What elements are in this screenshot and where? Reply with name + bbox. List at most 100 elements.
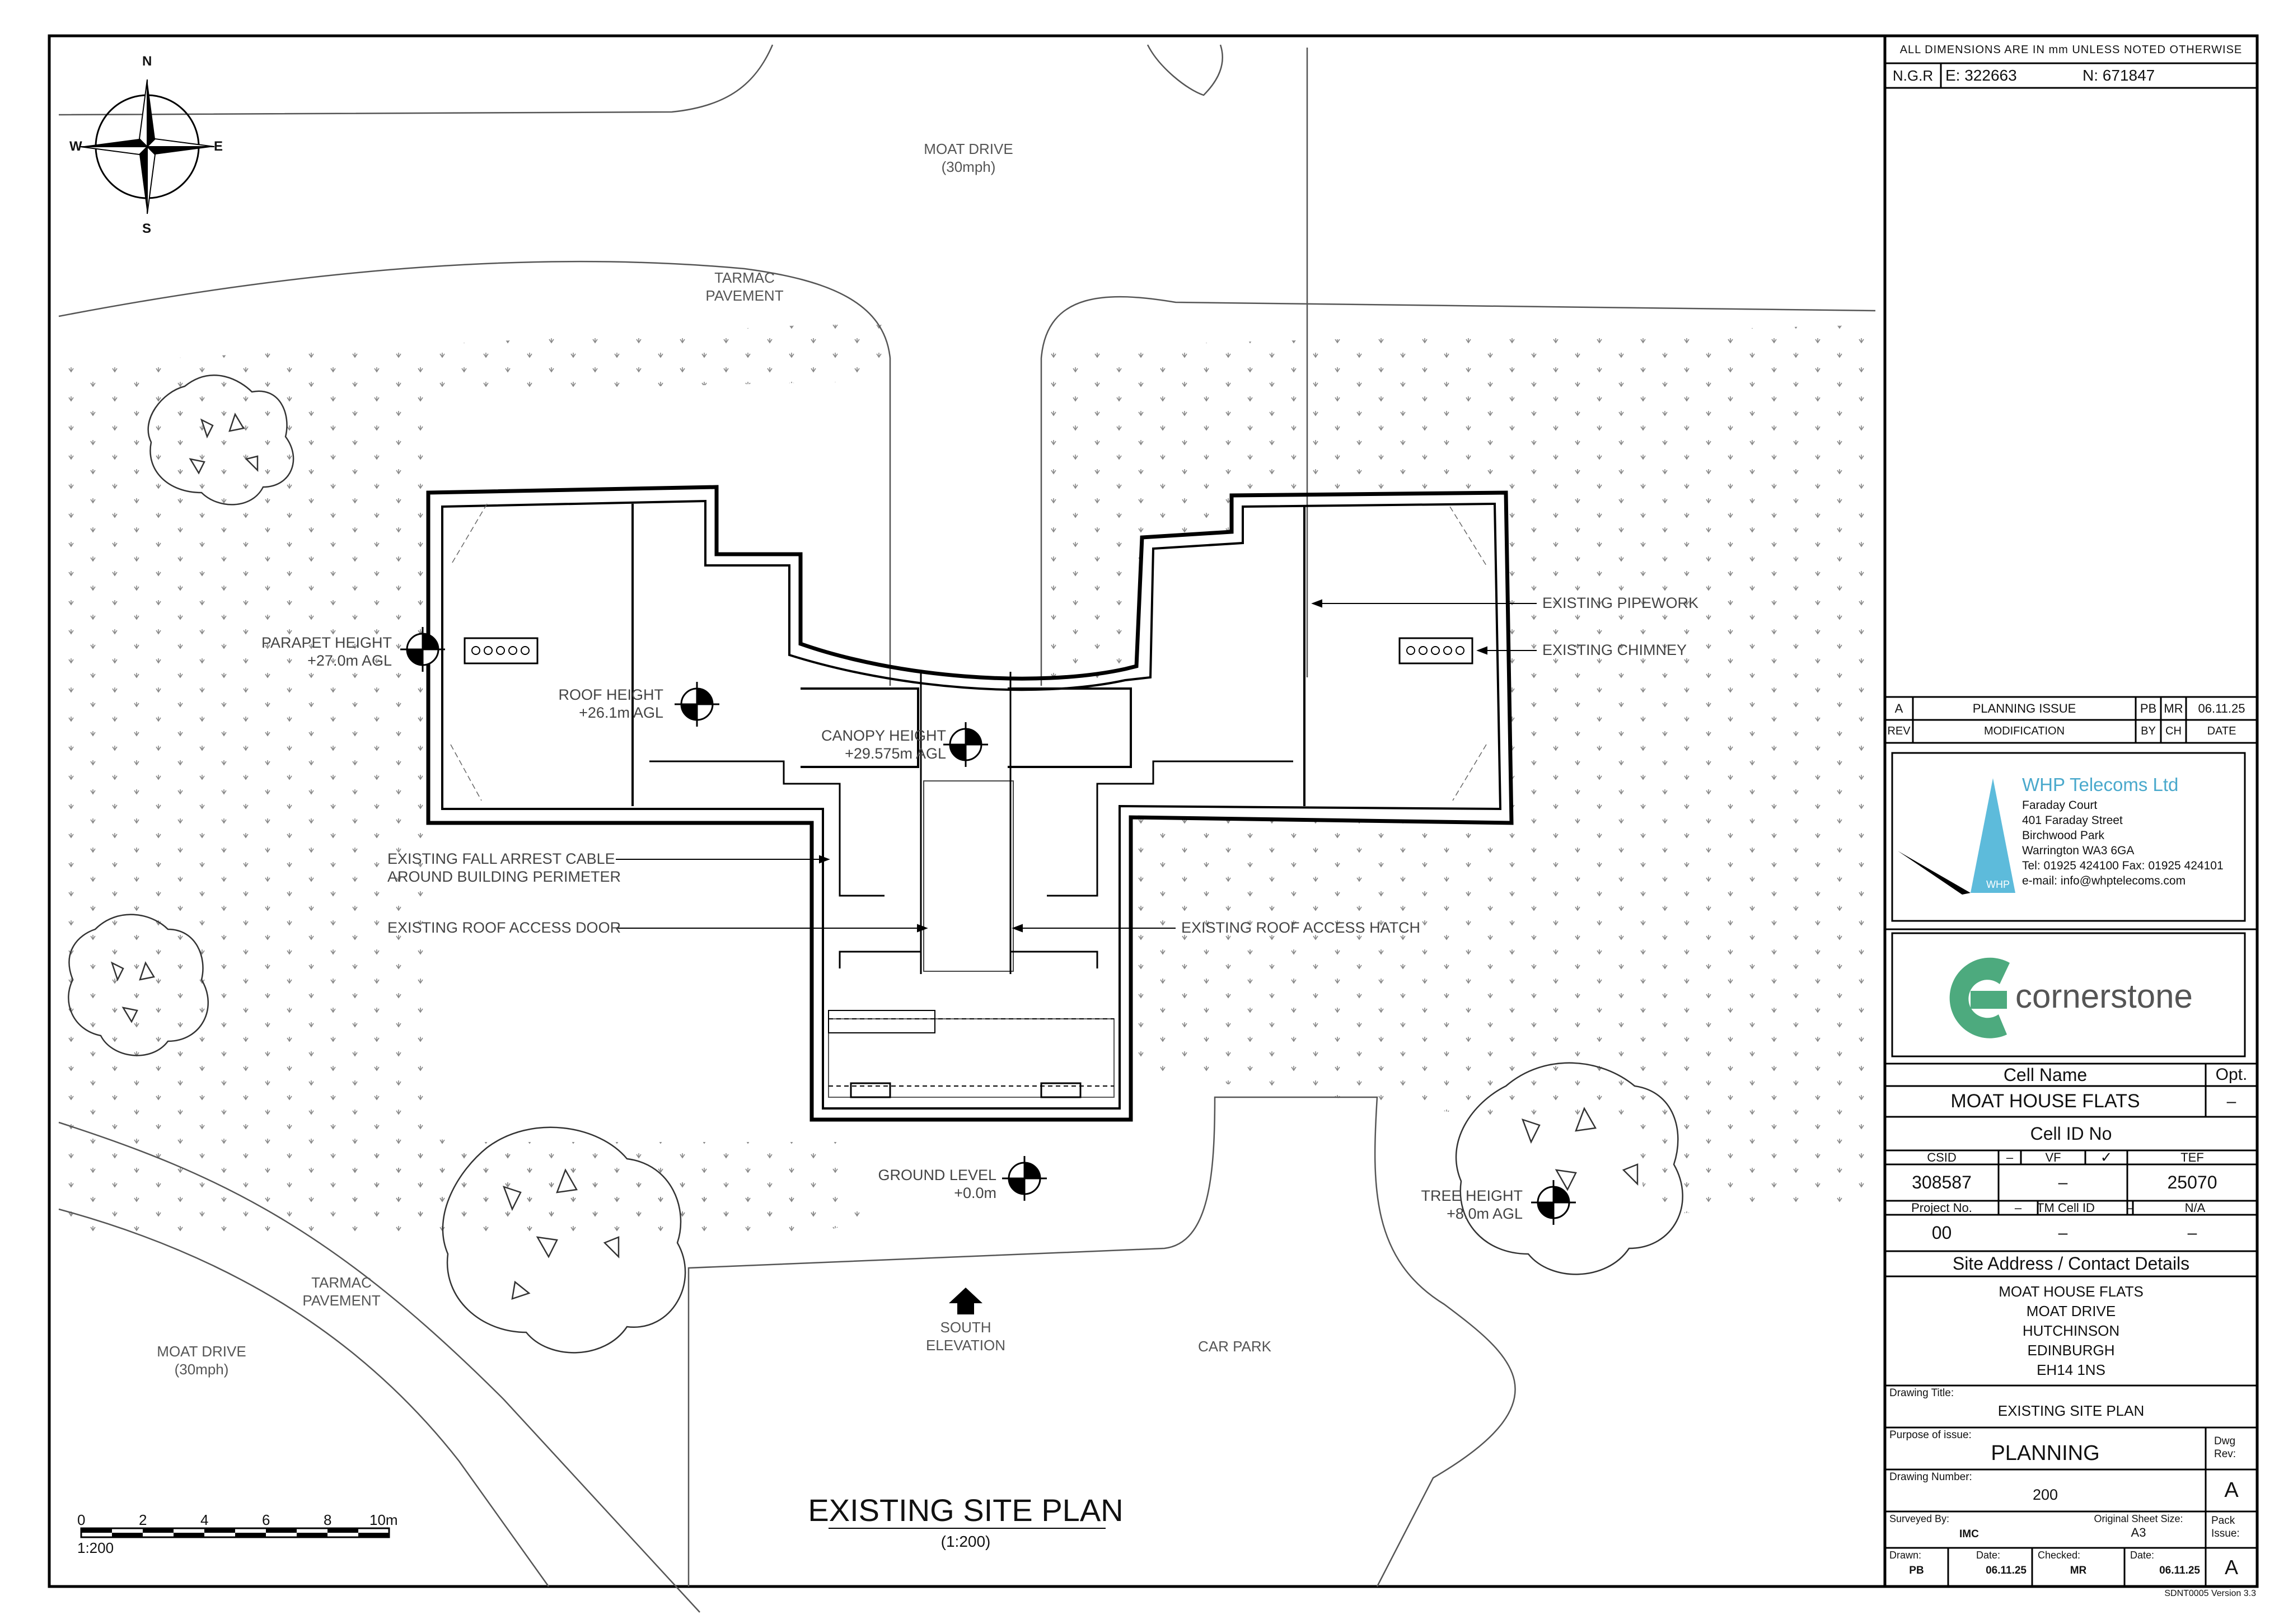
checked-label: Checked: xyxy=(2038,1550,2081,1561)
rev-header-ch: CH xyxy=(2165,725,2182,737)
dimensions-note: ALL DIMENSIONS ARE IN mm UNLESS NOTED OT… xyxy=(1899,43,2243,56)
level-markers xyxy=(400,627,1576,1225)
cell-name-label: Cell Name xyxy=(2003,1064,2088,1085)
scale-tick-8: 8 xyxy=(324,1511,332,1528)
south-elevation-arrow xyxy=(949,1288,982,1314)
roads xyxy=(58,44,1876,1613)
vf-dash: – xyxy=(2006,1150,2014,1164)
site-address: MOAT HOUSE FLATS MOAT DRIVE HUTCHINSON E… xyxy=(1999,1283,2144,1378)
scale-tick-2: 2 xyxy=(139,1511,147,1528)
roof-access-door-label: EXISTING ROOF ACCESS DOOR xyxy=(387,919,621,936)
purpose-label: Purpose of issue: xyxy=(1889,1429,1972,1441)
building-plan xyxy=(426,485,1514,1122)
ngr-northing: N: 671847 xyxy=(2083,67,2155,84)
tm-dash: – xyxy=(2014,1201,2022,1215)
title-block-grid xyxy=(1885,62,2257,1586)
na-label: N/A xyxy=(2184,1201,2206,1215)
rev-checked: MR xyxy=(2164,701,2183,715)
site-address-label: Site Address / Contact Details xyxy=(1952,1253,2190,1274)
scale-tick-4: 4 xyxy=(200,1511,209,1528)
ground-level-label: GROUND LEVEL+0.0m xyxy=(878,1167,996,1201)
tef-label: TEF xyxy=(2180,1150,2204,1164)
drawn-date-value: 06.11.25 xyxy=(1986,1565,2027,1576)
purpose-value: PLANNING xyxy=(1991,1442,2100,1465)
rev-header-modification: MODIFICATION xyxy=(1983,725,2065,737)
tree-height-label: TREE HEIGHT+8.0m AGL xyxy=(1421,1187,1523,1222)
na-value: – xyxy=(2187,1223,2197,1242)
canopy-height-label: CANOPY HEIGHT+29.575m AGL xyxy=(821,727,946,762)
opt-label: Opt. xyxy=(2215,1065,2248,1084)
dwg-rev-value: A xyxy=(2224,1478,2239,1502)
compass-north-label: N xyxy=(142,54,152,69)
trees xyxy=(68,375,1683,1354)
vf-value: – xyxy=(2058,1173,2068,1192)
checked-value: MR xyxy=(2070,1565,2087,1576)
whp-logo xyxy=(1891,752,2246,922)
vf-label: VF xyxy=(2045,1150,2061,1164)
opt-value: – xyxy=(2226,1092,2236,1111)
north-compass xyxy=(79,79,215,214)
chimney-label: EXISTING CHIMNEY xyxy=(1542,642,1687,658)
chimney-pots xyxy=(471,646,1464,655)
rev-header-rev: REV xyxy=(1887,725,1911,737)
drawn-value: PB xyxy=(1909,1565,1924,1576)
rev-header-date: DATE xyxy=(2207,725,2236,737)
scale-bar xyxy=(80,1527,390,1538)
rev-by: PB xyxy=(2140,701,2157,715)
drawn-date-label: Date: xyxy=(1976,1550,2001,1561)
na-dash: – xyxy=(2127,1201,2133,1215)
tef-value: 25070 xyxy=(2167,1172,2217,1192)
rev-description: PLANNING ISSUE xyxy=(1972,701,2076,715)
road-bottom-label: MOAT DRIVE(30mph) xyxy=(157,1343,246,1378)
drawing-title-label: Drawing Title: xyxy=(1889,1387,1954,1399)
compass-south-label: S xyxy=(142,221,152,236)
cell-name-value: MOAT HOUSE FLATS xyxy=(1950,1091,2140,1112)
surveyed-label: Surveyed By: xyxy=(1889,1513,1950,1524)
rev-letter: A xyxy=(1894,701,1903,715)
company-address: Faraday Court 401 Faraday Street Birchwo… xyxy=(2022,799,2224,887)
leader-lines xyxy=(616,599,1537,933)
rev-date: 06.11.25 xyxy=(2198,701,2245,715)
car-park-label: CAR PARK xyxy=(1198,1338,1271,1355)
checked-date-label: Date: xyxy=(2130,1550,2155,1561)
client-name: cornerstone xyxy=(2015,977,2193,1015)
project-value: 00 xyxy=(1931,1223,1952,1243)
roof-height-label: ROOF HEIGHT+26.1m AGL xyxy=(558,686,664,721)
csid-value: 308587 xyxy=(1912,1172,1972,1192)
sheet-size-value: A3 xyxy=(2131,1525,2146,1539)
pack-issue-label: Pack Issue: xyxy=(2211,1515,2240,1539)
whp-logo-mark: WHP xyxy=(1986,879,2010,890)
company-name: WHP Telecoms Ltd xyxy=(2022,774,2179,795)
tef-tick: ✓ xyxy=(2100,1150,2113,1164)
scale-tick-10: 10m xyxy=(369,1511,398,1528)
drawing-title-scale: (1:200) xyxy=(940,1533,991,1550)
cornerstone-logo xyxy=(1891,932,2246,1057)
csid-label: CSID xyxy=(1927,1150,1957,1164)
compass-west-label: W xyxy=(69,139,82,154)
rev-header-by: BY xyxy=(2141,725,2156,737)
tm-value: – xyxy=(2058,1223,2068,1242)
scale-tick-6: 6 xyxy=(262,1511,270,1528)
scale-ratio: 1:200 xyxy=(77,1539,114,1556)
drawn-label: Drawn: xyxy=(1889,1550,1922,1561)
tm-label: TM Cell ID xyxy=(2037,1201,2095,1215)
project-label: Project No. xyxy=(1911,1201,1972,1215)
sheet-border xyxy=(48,34,2259,1588)
checked-date-value: 06.11.25 xyxy=(2159,1565,2200,1576)
drawing-number-label: Drawing Number: xyxy=(1889,1471,1972,1483)
ngr-easting: E: 322663 xyxy=(1945,67,2017,84)
roof-access-hatch-label: EXISTING ROOF ACCESS HATCH xyxy=(1181,919,1421,936)
drawing-number-value: 200 xyxy=(2032,1486,2058,1503)
sheet-size-label: Original Sheet Size: xyxy=(2094,1513,2183,1524)
drawing-title: EXISTING SITE PLAN xyxy=(808,1492,1124,1528)
dwg-rev-label: Dwg Rev: xyxy=(2214,1435,2236,1460)
pipework-label: EXISTING PIPEWORK xyxy=(1542,595,1699,611)
road-top-label: MOAT DRIVE(30mph) xyxy=(924,141,1013,175)
ngr-label: N.G.R xyxy=(1892,67,1934,84)
